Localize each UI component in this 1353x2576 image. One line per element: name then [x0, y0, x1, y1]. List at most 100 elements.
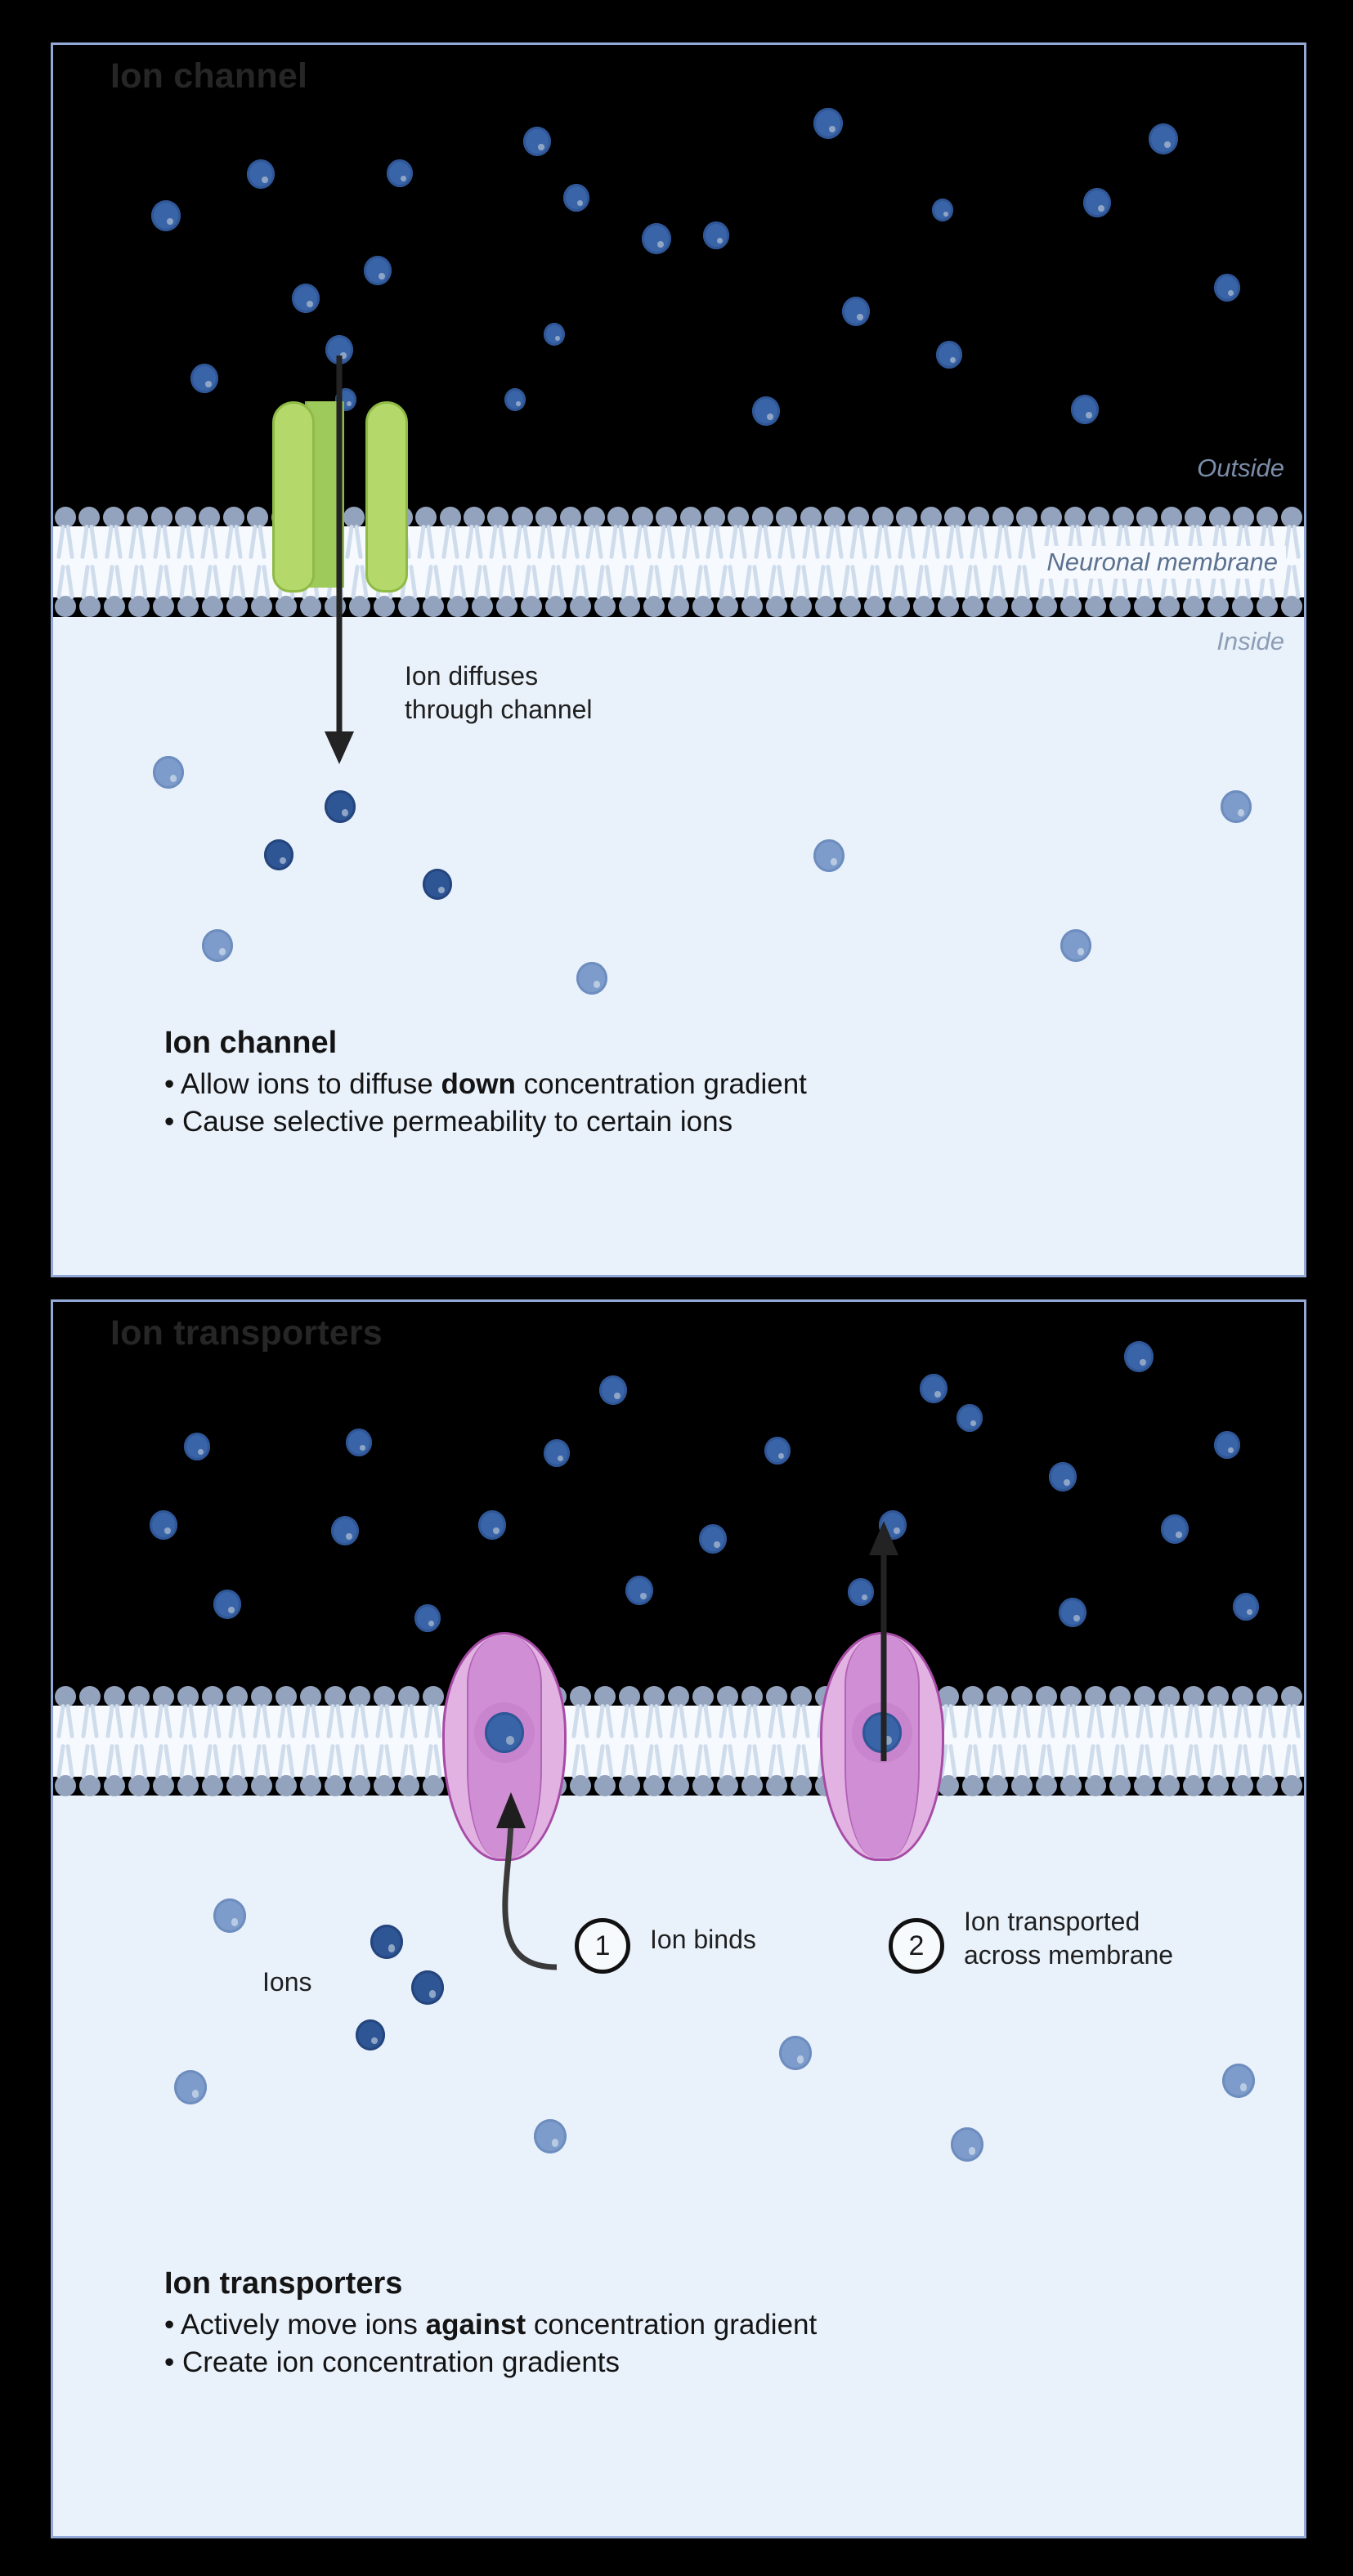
ion: [1221, 790, 1252, 823]
ion: [599, 1375, 627, 1405]
ion: [364, 256, 392, 285]
caption-title: Ion channel: [164, 1026, 338, 1060]
ions-label: Ions: [262, 1967, 312, 1997]
ion: [576, 962, 607, 995]
caption-bullet: • Create ion concentration gradients: [164, 2346, 620, 2379]
membrane-label: Neuronal membrane: [1038, 545, 1286, 579]
ion: [1214, 274, 1240, 302]
ion: [174, 2070, 207, 2104]
ion: [957, 1404, 983, 1432]
ion: [325, 790, 356, 823]
ion: [534, 2119, 567, 2153]
ion: [190, 364, 218, 393]
ion: [153, 756, 184, 789]
ion: [523, 127, 551, 156]
ion: [920, 1374, 948, 1403]
ion: [202, 929, 233, 962]
ion: [414, 1604, 441, 1632]
step-badge-2: 2: [889, 1918, 944, 1974]
ion: [1083, 188, 1111, 217]
ion: [213, 1898, 246, 1933]
caption-bullet: • Allow ions to diffuse down concentrati…: [164, 1068, 807, 1100]
ion: [356, 2019, 385, 2051]
transport-arrow: [869, 1521, 898, 1761]
ion: [184, 1433, 210, 1460]
step-badge-1: 1: [575, 1918, 630, 1974]
ion: [213, 1590, 241, 1619]
ion: [779, 2036, 812, 2070]
caption-bullet: • Actively move ions against concentrati…: [164, 2309, 818, 2341]
lipid-bilayer-2: [53, 1686, 1304, 1796]
ion: [813, 839, 845, 872]
ion: [478, 1510, 506, 1540]
channel-lobe-right: [365, 401, 408, 593]
ion: [752, 396, 780, 426]
ion: [563, 184, 589, 212]
caption-ion-transporters: Ion transporters • Actively move ions ag…: [164, 2266, 817, 2381]
ion: [1049, 1462, 1077, 1491]
diffusion-annotation: Ion diffuses through channel: [405, 660, 593, 727]
ion: [813, 108, 843, 139]
ion: [247, 159, 275, 189]
ion: [1161, 1514, 1189, 1544]
step-label-2-line1: Ion transported: [964, 1907, 1140, 1936]
diffusion-annotation-line1: Ion diffuses: [405, 661, 539, 691]
panel-ion-transporters: Ion transporters: [51, 1299, 1306, 2538]
outside-label: Outside: [1197, 454, 1284, 482]
intracellular-space-1: [53, 617, 1304, 1275]
extracellular-space-2: [53, 1302, 1304, 1686]
ion: [387, 159, 413, 187]
ion: [1233, 1593, 1259, 1621]
ion: [370, 1925, 403, 1959]
lipid-row-outer: [53, 1686, 1304, 1739]
step-label-2: Ion transported across membrane: [964, 1905, 1173, 1972]
caption-bullet: • Cause selective permeability to certai…: [164, 1106, 733, 1138]
ion: [264, 839, 293, 870]
extracellular-space-1: [53, 45, 1304, 507]
ion: [150, 1510, 177, 1540]
ion-transporter-1: [442, 1632, 567, 1861]
ion-binding-arrow: [496, 1792, 558, 1970]
ion: [625, 1576, 653, 1605]
step-label-1: Ion binds: [650, 1925, 756, 1954]
inside-label: Inside: [1216, 627, 1284, 655]
ion: [331, 1516, 359, 1545]
ion: [1124, 1341, 1154, 1372]
ion: [936, 341, 962, 369]
bilayer-core: [53, 1706, 1304, 1777]
panel-ion-channel: Ion channel: [51, 42, 1306, 1277]
lipid-bilayer-1: Neuronal membrane: [53, 507, 1304, 617]
channel-lobe-left: [272, 401, 315, 593]
ion: [1060, 929, 1091, 962]
ion: [411, 1970, 444, 2005]
lipid-row-outer: [53, 507, 1304, 560]
diffusion-arrow: [325, 356, 354, 764]
ion: [423, 869, 452, 900]
ion: [292, 284, 320, 313]
ion: [544, 1439, 570, 1467]
intracellular-space-2: [53, 1796, 1304, 2536]
ion: [642, 223, 671, 254]
caption-title: Ion transporters: [164, 2266, 403, 2301]
ion: [504, 388, 526, 411]
ion: [848, 1578, 874, 1606]
lipid-row-inner: [53, 1743, 1304, 1796]
ion: [1149, 123, 1178, 154]
step-label-2-line2: across membrane: [964, 1939, 1174, 1970]
ion: [764, 1437, 791, 1465]
ion: [1059, 1598, 1086, 1627]
ion: [699, 1524, 727, 1554]
caption-ion-channel: Ion channel • Allow ions to diffuse down…: [164, 1026, 807, 1141]
ion: [842, 297, 870, 326]
panel-title-ion-transporters: Ion transporters: [110, 1313, 383, 1353]
diffusion-annotation-line2: through channel: [405, 694, 593, 724]
ion: [346, 1429, 372, 1456]
ion: [151, 200, 181, 231]
ion: [951, 2127, 983, 2162]
ion: [1214, 1431, 1240, 1459]
lipid-row-inner: [53, 564, 1304, 617]
ion: [703, 221, 729, 249]
ion-bound: [485, 1712, 524, 1754]
ion: [544, 323, 565, 346]
